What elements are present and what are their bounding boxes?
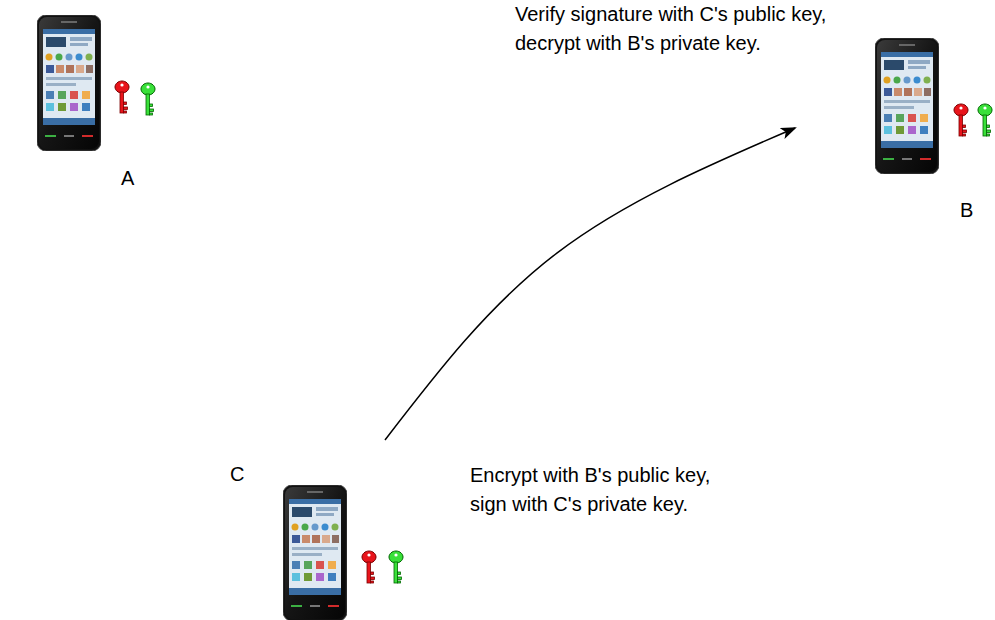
public-key <box>389 551 403 583</box>
phone-node: B <box>795 30 993 226</box>
note-box: Encrypt with B's public key, sign with C… <box>470 461 728 519</box>
phone-node: A <box>30 10 170 195</box>
step-note: Encrypt with B's public key, sign with C… <box>470 461 728 519</box>
device-label: B <box>960 198 973 222</box>
device-label: A <box>121 166 134 190</box>
private-key <box>115 81 129 113</box>
public-key <box>978 104 992 136</box>
mobile-phone <box>875 38 939 174</box>
mobile-phone <box>37 15 101 151</box>
step-note: Verify signature with C's public key, de… <box>515 0 840 58</box>
public-key <box>141 83 155 115</box>
mobile-phone <box>283 485 347 620</box>
device-label: C <box>230 462 244 486</box>
private-key <box>954 104 968 136</box>
note-box: Verify signature with C's public key, de… <box>515 0 840 58</box>
phone-node: C <box>228 440 415 618</box>
private-key <box>362 551 376 583</box>
message-arrow <box>385 128 795 440</box>
